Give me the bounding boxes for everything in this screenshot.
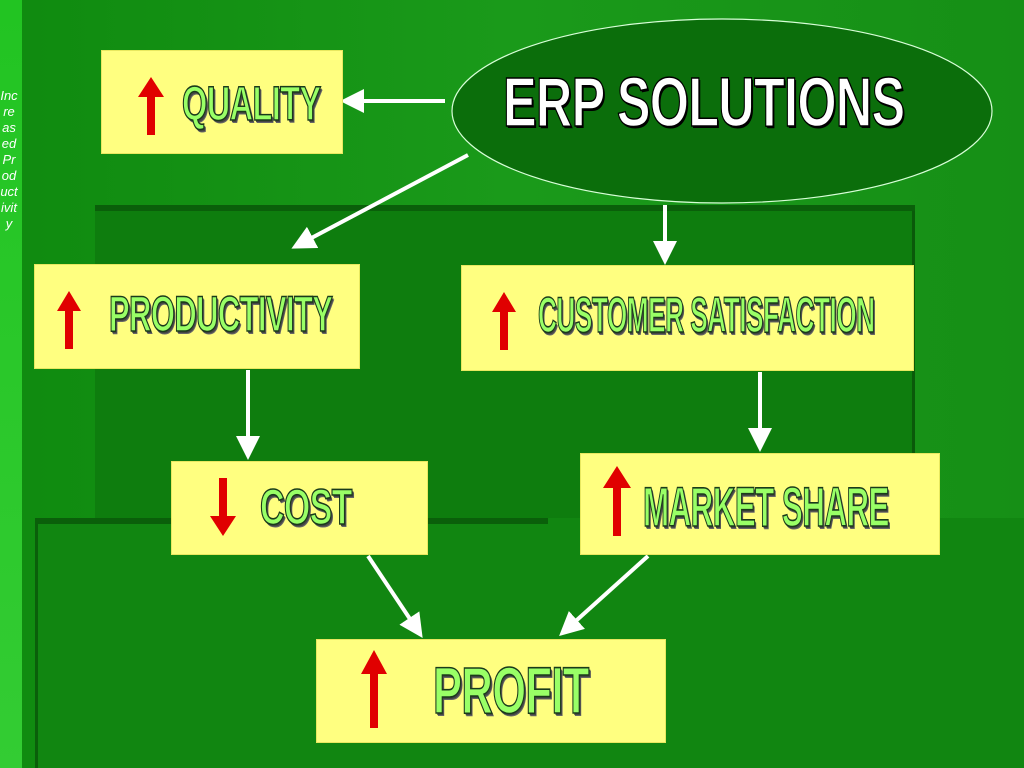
productivity-label: PRODUCTIVITY [109, 285, 334, 343]
profit-box: PROFIT [316, 639, 666, 743]
cost-label: COST [259, 478, 353, 536]
market-share-label: MARKET SHARE [643, 474, 890, 539]
market-share-box: MARKET SHARE [580, 453, 940, 555]
side-text-vertical: Increased Productivity [0, 88, 18, 232]
up-arrow-icon [492, 292, 516, 350]
up-arrow-icon [138, 77, 164, 135]
side-text-strip: Increased Productivity [0, 0, 22, 768]
customer-satisfaction-box: CUSTOMER SATISFACTION [461, 265, 914, 371]
down-arrow-icon [210, 478, 236, 536]
up-arrow-icon [57, 291, 81, 349]
customer-satisfaction-label: CUSTOMER SATISFACTION [538, 286, 876, 344]
profit-label: PROFIT [432, 652, 589, 728]
productivity-box: PRODUCTIVITY [34, 264, 360, 369]
erp-solutions-title: ERP SOLUTIONS [502, 62, 905, 142]
quality-box: QUALITY [101, 50, 343, 154]
quality-label: QUALITY [181, 77, 321, 132]
up-arrow-icon [361, 650, 387, 728]
up-arrow-icon [603, 466, 631, 536]
cost-box: COST [171, 461, 428, 555]
side-text-line: Increased Productivity [0, 88, 18, 231]
